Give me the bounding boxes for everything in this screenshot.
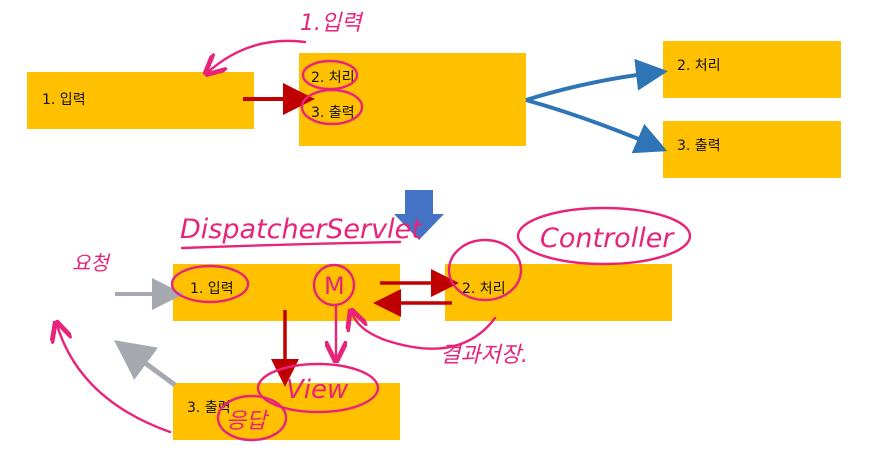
annotation-result: 결과저장.: [440, 343, 528, 368]
pen-circle-response: [216, 394, 288, 442]
right-output-label: 3. 출력: [677, 138, 721, 154]
right-output-box: [663, 121, 841, 178]
annotation-model: M: [324, 272, 345, 300]
blue-arrow-to-process: [525, 58, 668, 102]
top-input-label: 1. 입력: [42, 92, 86, 108]
right-process-box: [663, 41, 841, 98]
top-output-label: 3. 출력: [311, 105, 355, 121]
pen-result-arrow: [352, 313, 497, 350]
top-input-box: [27, 72, 254, 129]
annotation-controller: Controller: [540, 223, 675, 254]
annotation-top: 1.입력: [300, 11, 364, 36]
pen-circle-view: [256, 362, 380, 414]
top-process-label: 2. 처리: [311, 70, 355, 86]
pen-circle-output: [300, 88, 364, 126]
annotation-response: 응답: [226, 409, 269, 434]
pen-circle-input: [170, 264, 250, 304]
annotation-dispatcher: DispatcherServlet: [180, 214, 423, 245]
pen-circle-model: [312, 263, 356, 307]
bottom-output-box: [173, 383, 400, 440]
blue-arrow-to-output: [525, 98, 668, 154]
pen-circle-process-b: [447, 238, 523, 302]
annotation-request: 요청: [72, 251, 111, 275]
gray-arrow-response: [113, 340, 177, 388]
bottom-input-label: 1. 입력: [190, 281, 234, 297]
pen-circle-process: [301, 59, 359, 91]
annotation-view: View: [286, 375, 349, 405]
top-process-output-box: [299, 53, 526, 146]
bottom-process-box: [445, 264, 672, 321]
bottom-process-label: 2. 처리: [462, 281, 506, 297]
pen-top-curve-arrow: [208, 39, 307, 72]
right-process-label: 2. 처리: [677, 58, 721, 74]
pen-request-curve: [57, 325, 172, 434]
pen-dispatcher-underline: [180, 240, 402, 250]
down-arrow-icon: [394, 190, 444, 240]
pen-circle-controller: [516, 206, 692, 266]
